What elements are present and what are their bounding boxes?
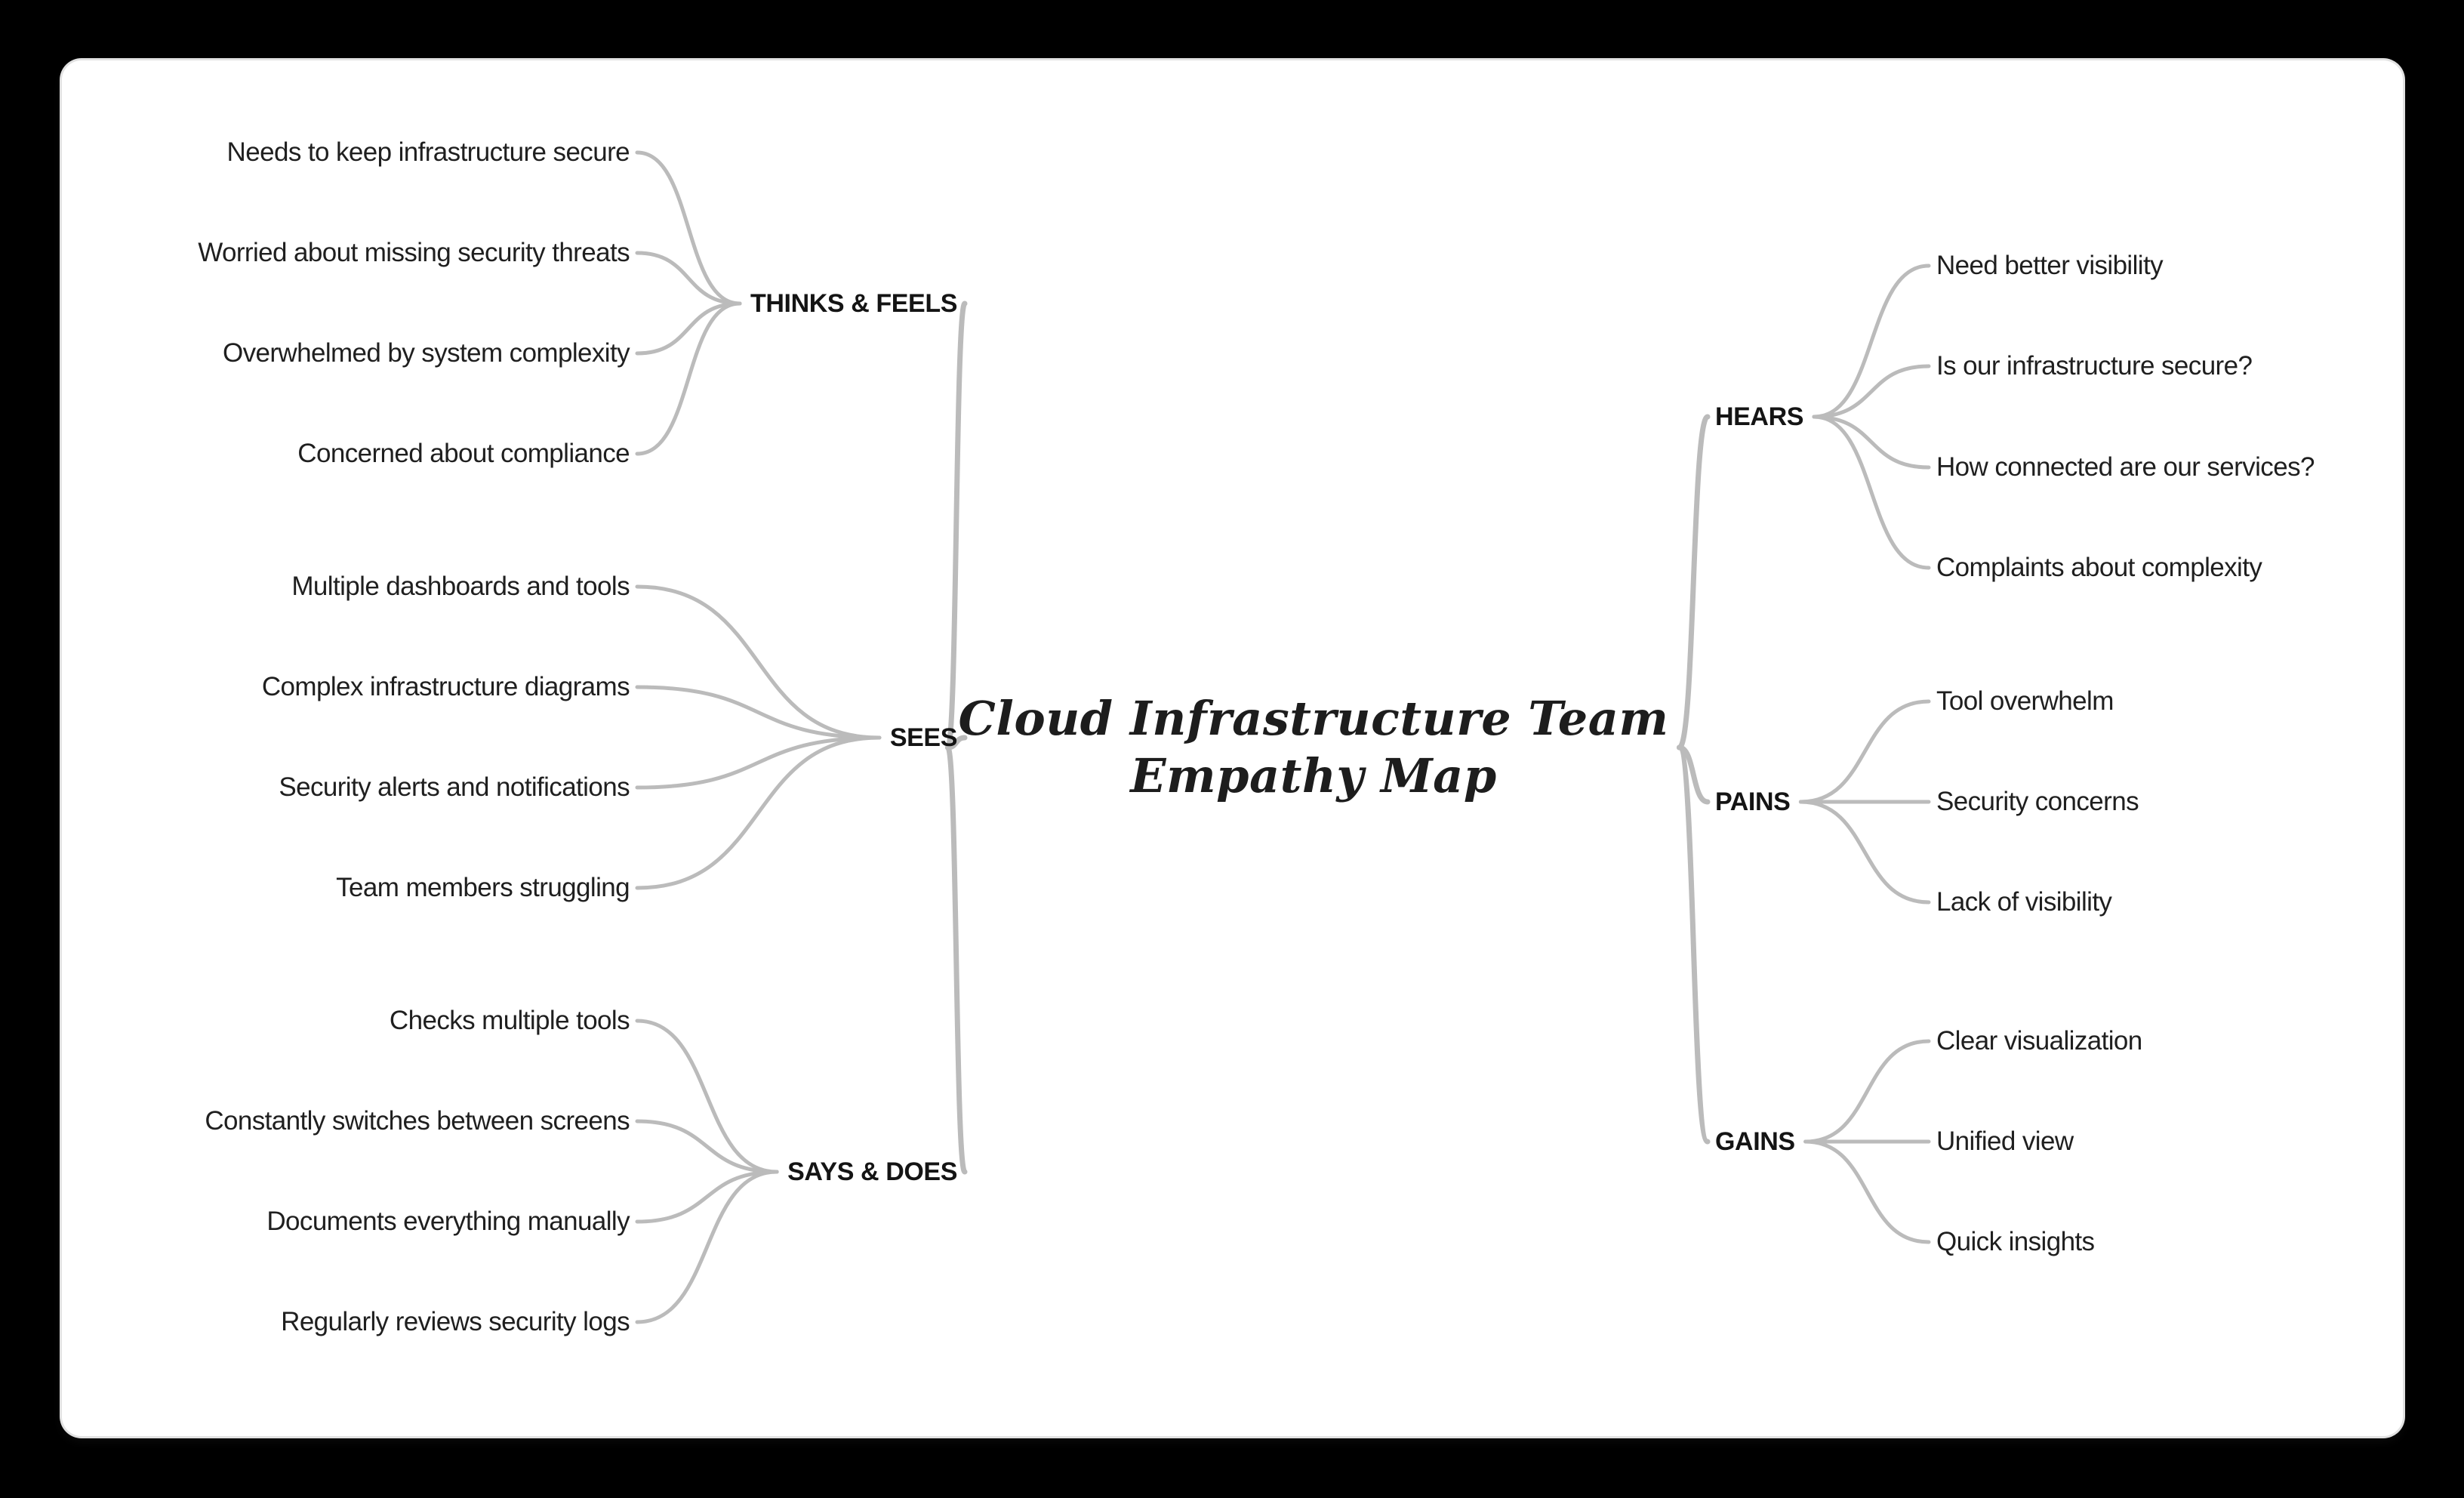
mindmap-link: [1803, 1139, 1931, 1244]
leaf-node: Security alerts and notifications: [279, 772, 630, 802]
mindmap-link: [944, 744, 968, 1175]
leaf-node: Tool overwhelm: [1936, 686, 2114, 716]
mindmap-link: [635, 150, 742, 306]
mindmap-link: [635, 1170, 779, 1224]
mindmap-link: [1798, 800, 1931, 905]
branch-node-hears: HEARS: [1715, 402, 1804, 431]
leaf-node: Quick insights: [1936, 1227, 2095, 1256]
root-node-title: Cloud Infrastructure Team Empathy Map: [958, 690, 1668, 805]
mindmap-link: [635, 301, 742, 356]
mindmap-link: [944, 301, 968, 751]
mindmap-link: [1812, 415, 1931, 470]
leaf-node: How connected are our services?: [1936, 452, 2315, 482]
branch-node-sees: SEES: [889, 723, 958, 752]
leaf-node: Documents everything manually: [266, 1207, 630, 1236]
branch-node-says-does: SAYS & DOES: [787, 1157, 957, 1186]
leaf-node: Worried about missing security threats: [198, 238, 630, 267]
mindmap-link: [635, 1170, 779, 1324]
mindmap-link: [635, 735, 882, 790]
leaf-node: Multiple dashboards and tools: [291, 572, 630, 601]
leaf-node: Unified view: [1936, 1127, 2074, 1156]
mindmap-canvas: Cloud Infrastructure Team Empathy Map TH…: [62, 60, 2403, 1436]
leaf-node: Team members struggling: [336, 873, 630, 902]
mindmap-link: [635, 584, 882, 740]
mindmap-link: [1812, 264, 1931, 419]
mindmap-link: [1812, 364, 1931, 419]
mindmap-link: [635, 1119, 779, 1174]
leaf-node: Checks multiple tools: [389, 1006, 630, 1035]
leaf-node: Complaints about complexity: [1936, 553, 2262, 582]
mindmap-link: [1677, 744, 1711, 805]
mindmap-link: [635, 1019, 779, 1174]
leaf-node: Overwhelmed by system complexity: [222, 338, 630, 368]
leaf-node: Security concerns: [1936, 787, 2139, 816]
root-title-line1: Cloud Infrastructure Team: [958, 691, 1669, 746]
leaf-node: Concerned about compliance: [297, 439, 630, 468]
leaf-node: Need better visibility: [1936, 251, 2164, 280]
mindmap-link: [635, 251, 742, 306]
branch-node-thinks-feels: THINKS & FEELS: [750, 289, 957, 318]
leaf-node: Needs to keep infrastructure secure: [226, 137, 630, 167]
leaf-node: Lack of visibility: [1936, 887, 2112, 917]
mindmap-link: [635, 735, 882, 890]
mindmap-link: [1803, 1039, 1931, 1144]
mindmap-link: [1677, 414, 1711, 751]
root-title-line2: Empathy Map: [1130, 748, 1497, 803]
mindmap-link: [1798, 699, 1931, 804]
mindmap-link: [1677, 744, 1711, 1145]
leaf-node: Regularly reviews security logs: [281, 1307, 630, 1336]
leaf-node: Clear visualization: [1936, 1026, 2142, 1056]
branch-node-gains: GAINS: [1715, 1127, 1795, 1156]
branch-node-pains: PAINS: [1715, 788, 1791, 816]
leaf-node: Complex infrastructure diagrams: [261, 672, 630, 701]
leaf-node: Is our infrastructure secure?: [1936, 351, 2253, 381]
mindmap-link: [635, 685, 882, 740]
leaf-node: Constantly switches between screens: [205, 1106, 630, 1136]
mindmap-link: [635, 301, 742, 456]
mindmap-link: [1812, 415, 1931, 570]
